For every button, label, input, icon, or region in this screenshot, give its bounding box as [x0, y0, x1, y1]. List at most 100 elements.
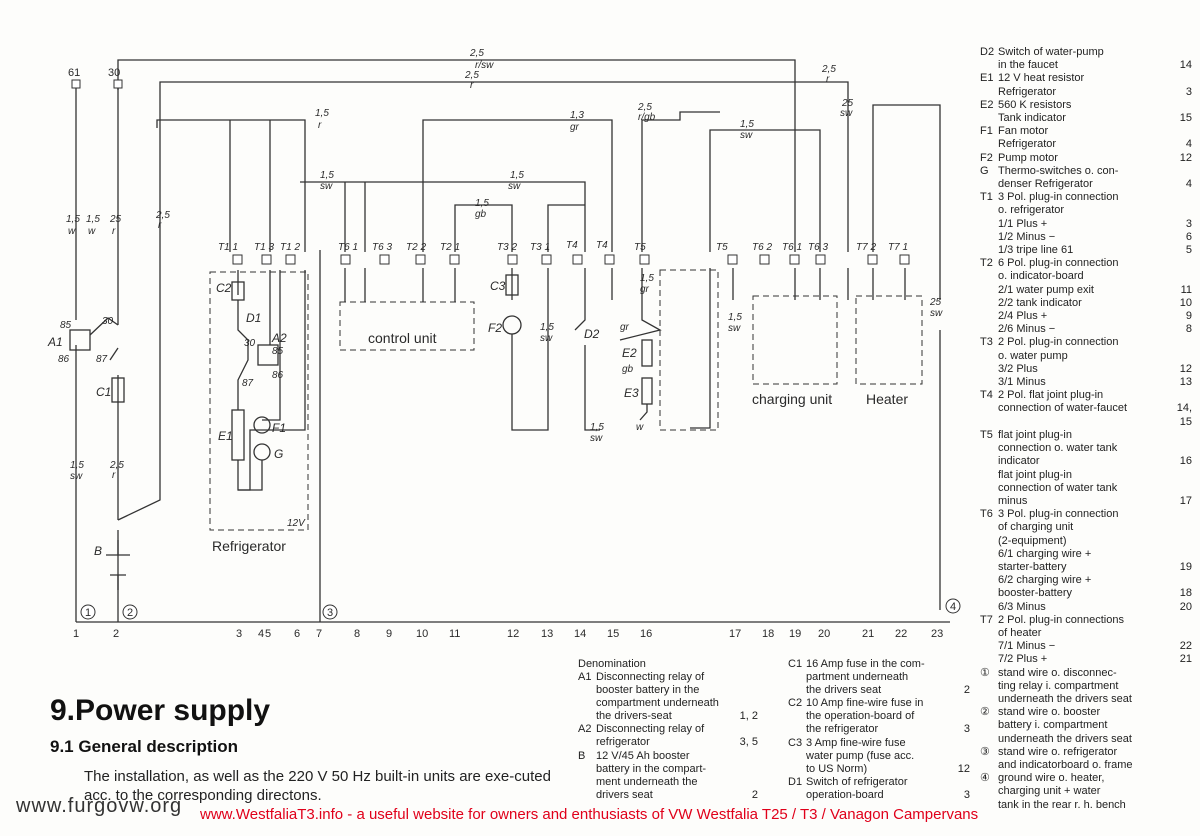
heater-label: Heater: [866, 391, 908, 407]
legend-text: booster-battery: [998, 587, 1072, 600]
legend-text: Disconnecting relay of: [596, 671, 705, 683]
wire-label: w: [88, 226, 96, 237]
legend-num: [1162, 429, 1192, 442]
wire-label: 2,5: [155, 210, 170, 221]
legend-row: 2/4 Plus +9: [980, 310, 1192, 323]
legend-text: battery in the compart-: [596, 762, 707, 775]
ground-number: 11: [449, 628, 460, 640]
plug-label: T5: [716, 242, 728, 253]
ground-number: 18: [762, 628, 774, 640]
label-c2: C2: [216, 281, 232, 295]
legend-num: [946, 750, 970, 763]
legend-text: 2 Pol. plug-in connections: [998, 613, 1124, 626]
legend-code: B: [578, 749, 586, 762]
plug-label: T6 1: [782, 242, 802, 253]
plugs: [71, 79, 910, 265]
legend-row: the operation-board of: [788, 710, 970, 723]
legend-code: [980, 310, 998, 323]
legend-text: 6/2 charging wire +: [998, 574, 1092, 587]
ground-number: 4: [258, 628, 264, 640]
legend-code: ①: [980, 666, 990, 679]
watermark-bottom[interactable]: www.WestfaliaT3.info - a useful website …: [200, 806, 979, 823]
legend-code: [980, 112, 998, 125]
legend-text: starter-battery: [998, 560, 1067, 573]
ground-number: 23: [931, 628, 943, 640]
plug-label: T2 1: [440, 242, 460, 253]
wire-label: 2,5: [469, 48, 484, 59]
legend-num: [1162, 706, 1192, 719]
legend-code: A1: [578, 671, 592, 683]
legend-num: [1162, 746, 1192, 759]
label-d1: D1: [246, 311, 261, 325]
thermo-g: [253, 443, 271, 461]
legend-code: [578, 684, 596, 697]
legend-num: 3, 5: [739, 736, 758, 749]
label-w: w: [636, 422, 644, 433]
wire-label: gr: [640, 284, 650, 295]
legend-row: A1 Disconnecting relay of: [578, 671, 758, 684]
wire-label: r: [112, 226, 116, 237]
legend-code: T4: [980, 389, 993, 402]
wire-label: gb: [475, 209, 487, 220]
legend-text: 2 Pol. flat joint plug-in: [998, 389, 1104, 402]
legend-text: ground wire o. heater,: [998, 772, 1105, 785]
legend-text: (2-equipment): [998, 534, 1067, 547]
legend-code: C3: [788, 736, 803, 749]
label-pin: 86: [272, 370, 284, 381]
legend-code: [980, 680, 998, 693]
legend-row: water pump (fuse acc.: [788, 750, 970, 763]
heater-e1: [231, 409, 245, 461]
legend-code: [980, 284, 998, 297]
terminal-30: 30: [108, 67, 120, 79]
legend-row: of charging unit: [980, 521, 1192, 534]
legend-code: [980, 719, 998, 732]
watermark-left[interactable]: www.furgovw.org: [16, 795, 183, 817]
legend-num: [946, 671, 970, 684]
legend-num: [1162, 667, 1192, 680]
circle-label: 4: [950, 601, 956, 613]
label-pin: 30: [244, 338, 256, 349]
legend-text: 7/2 Plus +: [998, 653, 1048, 666]
legend-text: Refrigerator: [998, 85, 1057, 98]
legend-code: T5: [980, 428, 993, 441]
legend-num: 3: [1185, 217, 1192, 230]
plug-label: T6 3: [808, 242, 828, 253]
ground-number: 9: [386, 628, 392, 640]
legend-num: 17: [1179, 494, 1192, 507]
legend-code: [980, 204, 998, 217]
fan-f1: [253, 416, 271, 434]
legend-num: [1162, 719, 1192, 732]
legend-text: stand wire o. refrigerator: [998, 745, 1118, 758]
wire-r-15: [156, 119, 306, 252]
legend-code: C2: [788, 697, 803, 710]
legend-num: [1162, 191, 1192, 204]
legend-row: underneath the drivers seat: [980, 733, 1192, 746]
legend-code: [980, 270, 998, 283]
legend-row: and indicatorboard o. frame: [980, 759, 1192, 772]
legend-text: the operation-board of: [806, 710, 915, 723]
plug-labels: T1 1 T1 3 T1 2 T6 1 T6 3 T2 2 T2 1 T3 2 …: [218, 240, 908, 253]
label-pin: 85: [60, 320, 72, 331]
legend-text: flat joint plug-in: [998, 468, 1072, 481]
legend-num: 14: [1179, 59, 1192, 72]
plug-label: T2 2: [406, 242, 426, 253]
plug-label: T6 2: [752, 242, 772, 253]
legend-num: [1162, 574, 1192, 587]
wire-sw-b1: [300, 181, 586, 252]
legend-code: [980, 653, 998, 666]
legend-text: 3/2 Plus: [998, 362, 1038, 375]
